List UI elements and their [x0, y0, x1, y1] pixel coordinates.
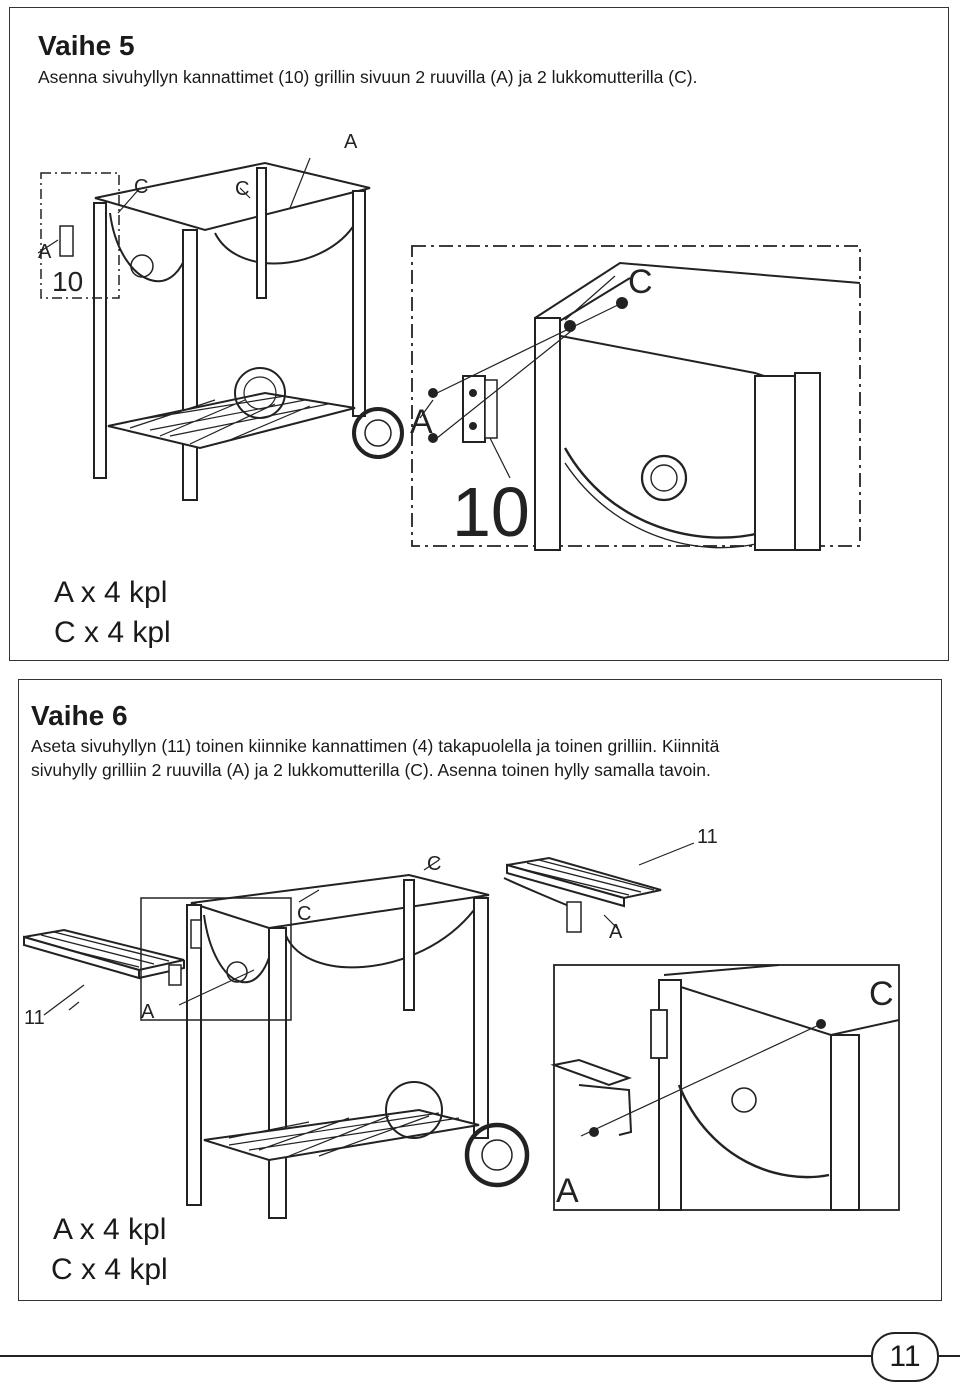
step-5-qty-c: C x 4 kpl — [54, 616, 171, 649]
callout-a-left: A — [141, 1001, 155, 1023]
step-6-qty-a: A x 4 kpl — [53, 1213, 167, 1246]
step-6-instruction-line-1: Aseta sivuhyllyn (11) toinen kiinnike ka… — [31, 736, 720, 756]
step-5-qty-a: A x 4 kpl — [54, 576, 168, 609]
step-5-instruction: Asenna sivuhyllyn kannattimet (10) grill… — [38, 67, 698, 87]
page-number: 11 — [871, 1332, 939, 1382]
step-5-panel: Vaihe 5 Asenna sivuhyllyn kannattimet (1… — [9, 7, 949, 661]
callout-c-box: C — [297, 903, 311, 925]
callout-c-top: C — [427, 853, 441, 875]
callout-part-10-small: 10 — [52, 266, 83, 297]
callout-a-top: A — [344, 131, 358, 153]
callout-a-zoom: A — [556, 1172, 579, 1210]
step-6-panel: Vaihe 6 Aseta sivuhyllyn (11) toinen kii… — [18, 679, 942, 1301]
step-6-illustration: C C A 11 11 A C A — [23, 826, 900, 1219]
step-6-qty-c: C x 4 kpl — [51, 1253, 168, 1286]
callout-c-left: C — [134, 176, 148, 198]
callout-11-right: 11 — [697, 826, 718, 848]
callout-part-10-zoom: 10 — [452, 473, 530, 551]
step-6-title: Vaihe 6 — [31, 700, 128, 731]
step-6-instruction-line-2: sivuhylly grilliin 2 ruuvilla (A) ja 2 l… — [31, 760, 711, 780]
callout-11-left: 11 — [24, 1007, 45, 1029]
callout-a-left: A — [38, 241, 52, 263]
callout-c-zoom: C — [869, 975, 894, 1013]
step-5-illustration: A C C A 10 C A 10 — [37, 131, 861, 551]
callout-a-zoom: A — [410, 403, 433, 441]
callout-c-zoom: C — [628, 263, 653, 301]
step-5-title: Vaihe 5 — [38, 30, 135, 61]
page-footer-rule — [0, 1355, 960, 1357]
callout-a-right: A — [609, 921, 623, 943]
callout-c-mid: C — [235, 178, 249, 200]
